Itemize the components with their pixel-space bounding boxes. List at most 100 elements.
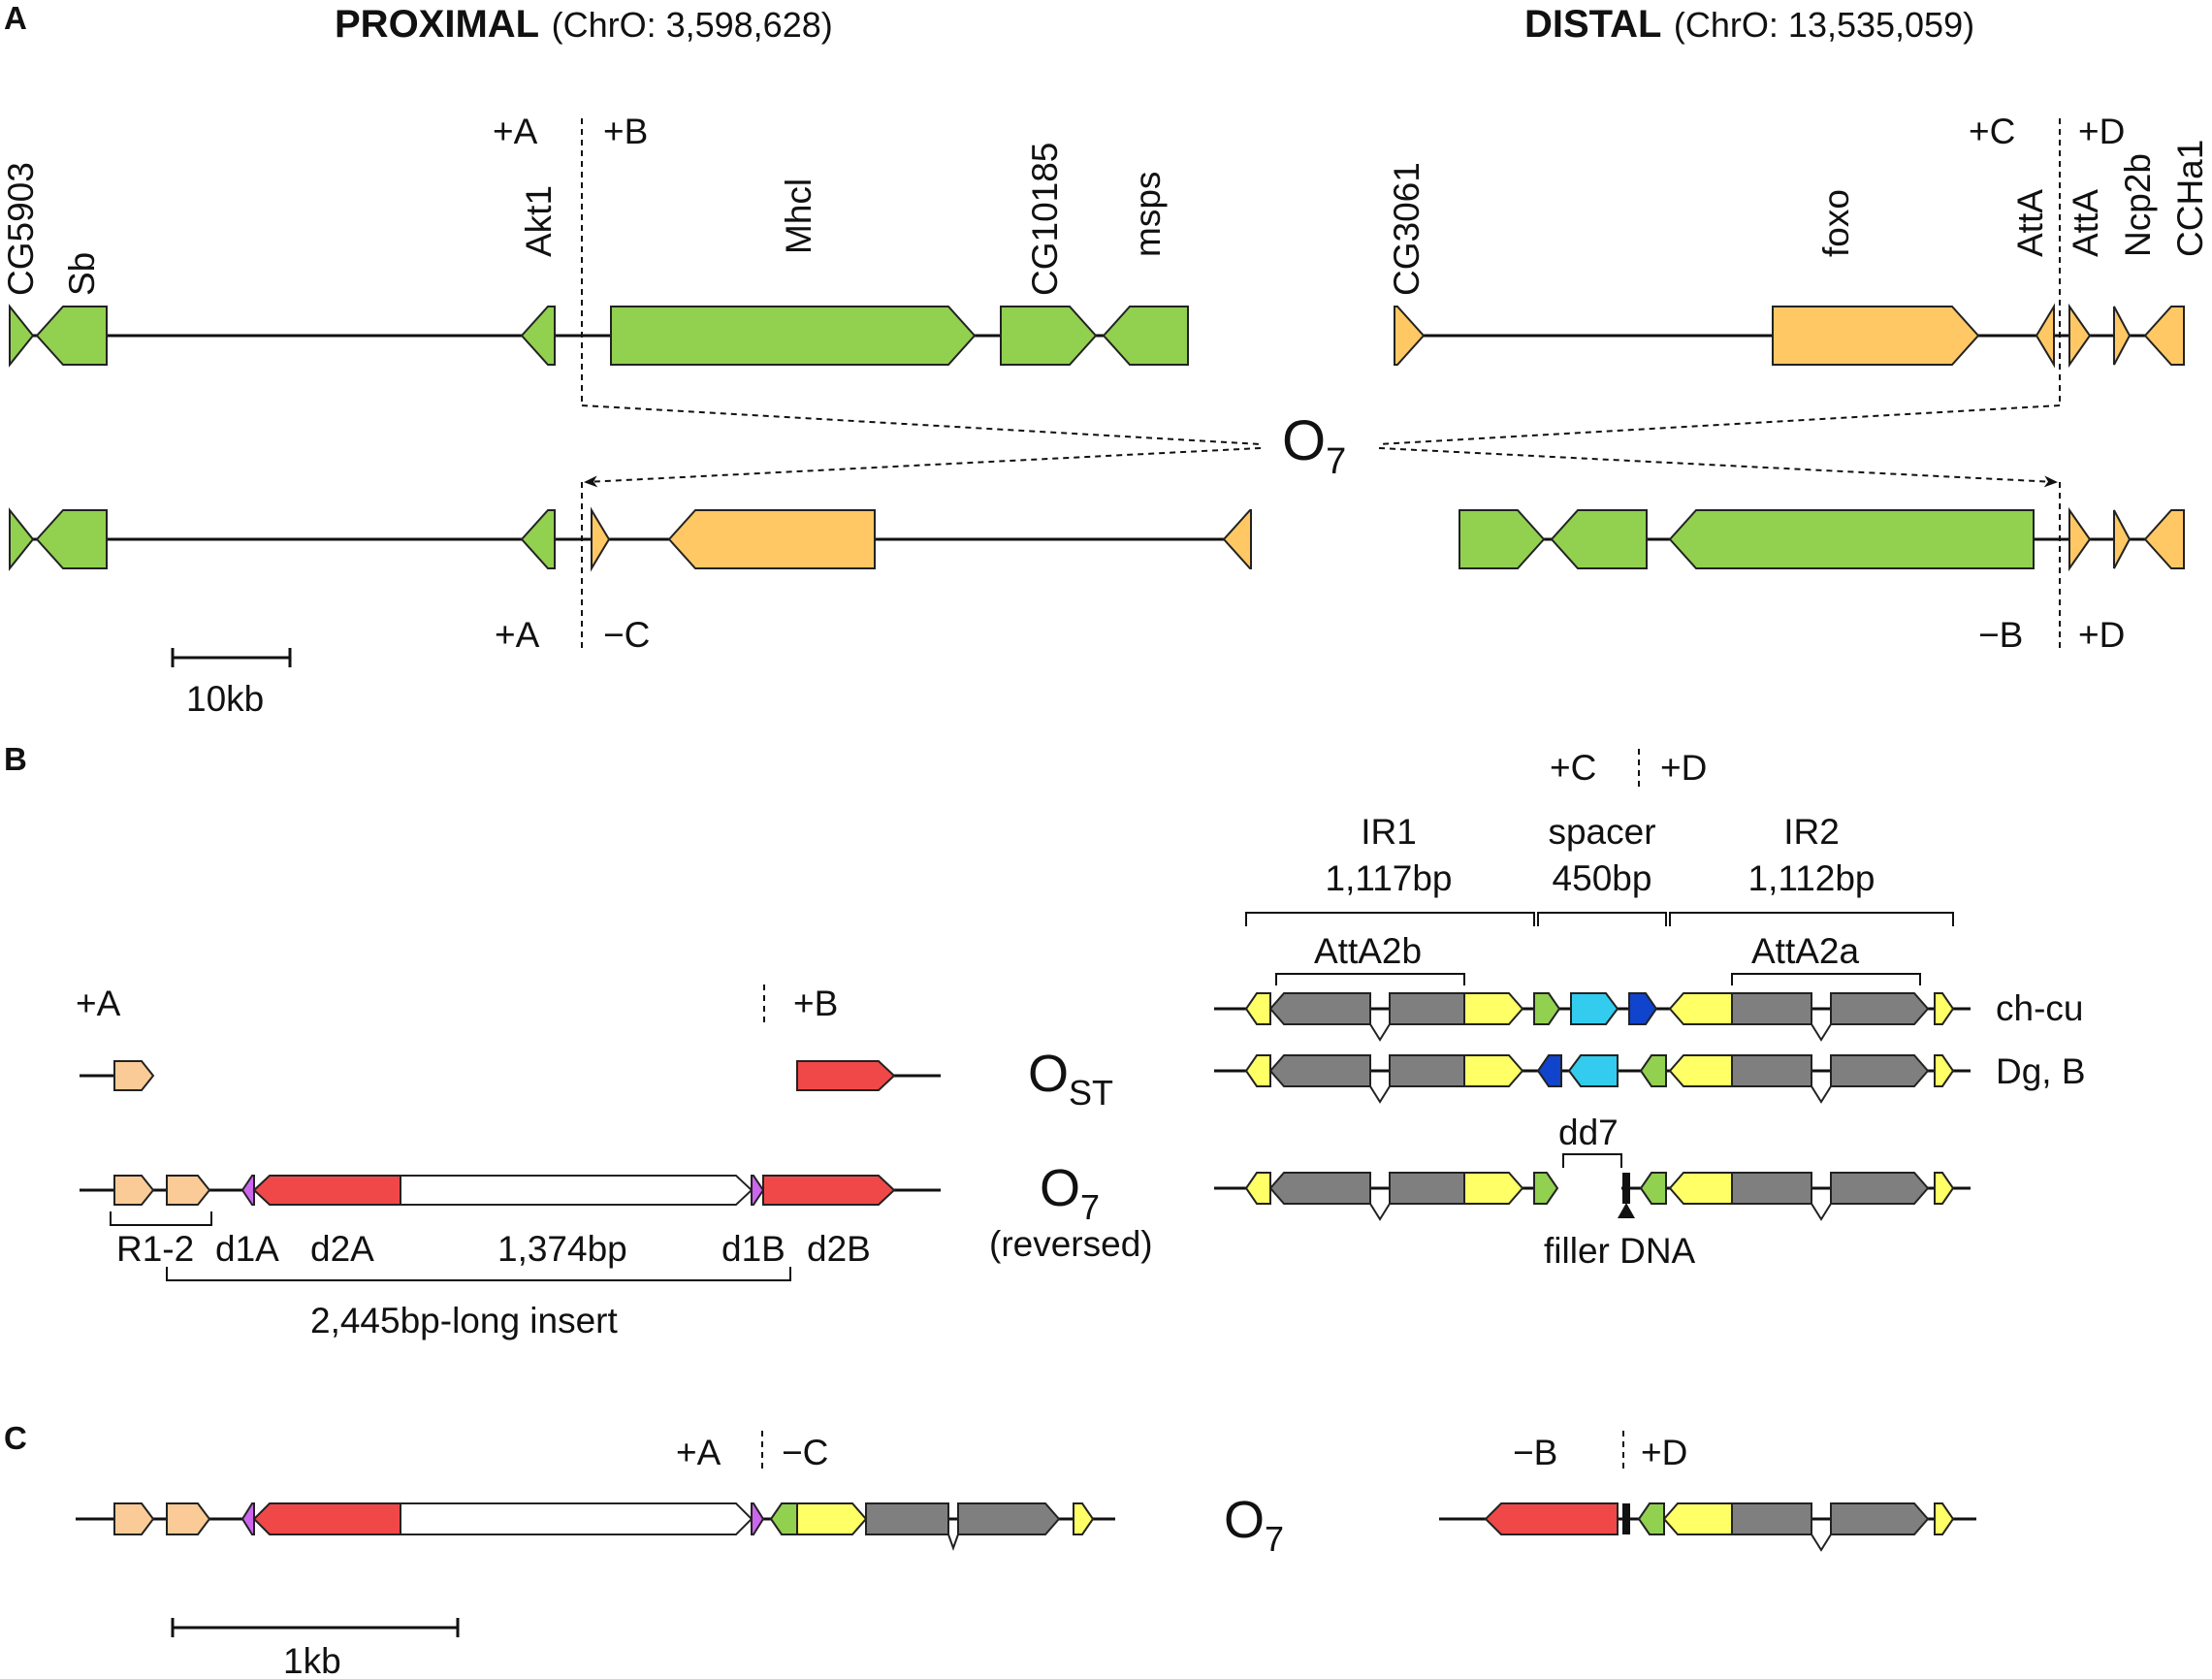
distal-title: DISTAL bbox=[1524, 3, 1661, 46]
c-green-left bbox=[769, 1502, 798, 1535]
spacer-bracket bbox=[1537, 912, 1667, 926]
gene-ccha1 bbox=[2143, 306, 2185, 366]
dg-yellow-end-left bbox=[1244, 1054, 1271, 1087]
dg-cyan-spacer bbox=[1567, 1054, 1619, 1087]
o7-letter-c: O bbox=[1224, 1491, 1265, 1549]
o7-label-b: O7 bbox=[1040, 1159, 1100, 1227]
proximal-title: PROXIMAL bbox=[335, 3, 539, 46]
label-d2b: d2B bbox=[807, 1229, 871, 1269]
breakpoint-plus-d-bottom: +D bbox=[2078, 615, 2125, 655]
breakpoint-minus-b-bottom: −B bbox=[1978, 615, 2023, 655]
o7-yellow-end-left bbox=[1244, 1172, 1271, 1205]
panel-a-top-genes bbox=[9, 303, 2185, 369]
ost-subscript: ST bbox=[1069, 1073, 1113, 1113]
gene-ncp2b bbox=[2113, 306, 2132, 366]
ch-cu-blue-spacer bbox=[1628, 992, 1658, 1025]
c-gray-exon3 bbox=[1731, 1502, 1812, 1535]
label-ir2: IR2 bbox=[1783, 812, 1840, 852]
ch-cu-yellow-ir1 bbox=[1463, 992, 1524, 1025]
element-d1b bbox=[751, 1175, 765, 1206]
scale-label-1kb: 1kb bbox=[283, 1641, 341, 1679]
panel-a-bottom-genes bbox=[9, 506, 2185, 572]
label-ir1: IR1 bbox=[1361, 812, 1417, 852]
gene-label-cg3061: CG3061 bbox=[1387, 162, 1427, 296]
breakpoint-plus-a-bottom: +A bbox=[495, 615, 540, 655]
o7-yellow-ir1 bbox=[1463, 1172, 1524, 1205]
element-d2b bbox=[762, 1175, 896, 1206]
label-atta2b: AttA2b bbox=[1314, 931, 1422, 971]
dg-atta2b-intron bbox=[1369, 1085, 1391, 1104]
dg-yellow-ir1 bbox=[1463, 1054, 1524, 1087]
gene-foxo bbox=[1772, 306, 1980, 366]
c-element-insert bbox=[400, 1502, 753, 1535]
ir1-bracket bbox=[1245, 912, 1535, 926]
gene-mhcl bbox=[610, 306, 977, 366]
c-element-r1 bbox=[113, 1502, 155, 1535]
gene-msps-inverted bbox=[1459, 509, 1546, 569]
panel-c-elements bbox=[113, 1502, 1955, 1552]
gene-cg10185 bbox=[1000, 306, 1098, 366]
label-dd7: dd7 bbox=[1558, 1113, 1619, 1152]
o7-green-left bbox=[1533, 1172, 1559, 1205]
label-spacer: spacer bbox=[1548, 812, 1655, 852]
breakpoint-plus-a-c: +A bbox=[676, 1433, 721, 1472]
ch-cu-atta2a-exon2 bbox=[1830, 992, 1930, 1025]
gene-cg5903 bbox=[9, 304, 35, 368]
ch-cu-yellow-ir2 bbox=[1668, 992, 1733, 1025]
panel-b-right-elements bbox=[1244, 992, 1955, 1221]
label-ir1-length: 1,117bp bbox=[1326, 858, 1453, 898]
label-d1a: d1A bbox=[215, 1229, 279, 1269]
breakpoint-plus-a-top: +A bbox=[493, 112, 538, 151]
gene-atta-1 bbox=[2035, 303, 2055, 369]
o7-atta2b-exon2 bbox=[1389, 1172, 1465, 1205]
dg-yellow-end-right bbox=[1934, 1054, 1955, 1087]
atta2a-bracket bbox=[1731, 973, 1921, 985]
c-filler-dna bbox=[1622, 1503, 1630, 1534]
distal-coordinate: (ChrO: 13,535,059) bbox=[1674, 5, 1974, 45]
c-element-d1a bbox=[240, 1502, 255, 1535]
ost-letter: O bbox=[1028, 1045, 1069, 1103]
label-ir2-length: 1,112bp bbox=[1748, 858, 1875, 898]
label-d1b: d1B bbox=[721, 1229, 785, 1269]
projection-line-right-top bbox=[1378, 404, 2061, 445]
ch-cu-yellow-end-right bbox=[1934, 992, 1955, 1025]
c-element-d2a bbox=[252, 1502, 401, 1535]
gene-akt1 bbox=[520, 306, 556, 366]
gene-label-sb: Sb bbox=[62, 252, 102, 296]
inversion-label-a: O7 bbox=[1282, 409, 1346, 482]
gene-ncp2b-rearranged bbox=[2113, 509, 2132, 569]
ch-cu-green-spacer bbox=[1533, 992, 1561, 1025]
o7-letter-b: O bbox=[1040, 1159, 1080, 1217]
c-yellow-left bbox=[796, 1502, 868, 1535]
c-gray-exon1 bbox=[865, 1502, 949, 1535]
ch-cu-yellow-end-left bbox=[1244, 992, 1271, 1025]
ir2-bracket bbox=[1669, 912, 1954, 926]
dd7-bracket bbox=[1562, 1153, 1622, 1168]
gene-label-akt1: Akt1 bbox=[519, 185, 559, 257]
panel-b: B +A +B OST O7 (reversed) R1-2 d1A d2A 1… bbox=[4, 741, 2086, 1340]
dg-atta2b-exon2 bbox=[1389, 1054, 1465, 1087]
label-insert-length: 1,374bp bbox=[497, 1229, 627, 1269]
breakpoint-minus-c-bottom: −C bbox=[603, 615, 650, 655]
panel-c-label: C bbox=[4, 1420, 27, 1456]
inversion-subscript-a: 7 bbox=[1326, 441, 1346, 482]
breakpoint-plus-d-top: +D bbox=[2078, 112, 2125, 151]
element-d1a bbox=[240, 1175, 255, 1206]
dg-atta2a-intron bbox=[1811, 1085, 1832, 1104]
gene-label-foxo: foxo bbox=[1816, 189, 1856, 257]
panel-a: A PROXIMAL (ChrO: 3,598,628) DISTAL (Chr… bbox=[1, 0, 2210, 719]
label-atta2a: AttA2a bbox=[1751, 931, 1859, 971]
dg-green-spacer bbox=[1639, 1054, 1667, 1087]
projection-arrow-left bbox=[584, 447, 1262, 488]
gene-akt1-rearranged bbox=[520, 509, 556, 569]
panel-b-label: B bbox=[4, 741, 27, 777]
c-yellow-end-right bbox=[1934, 1502, 1955, 1535]
proximal-header: PROXIMAL (ChrO: 3,598,628) bbox=[335, 3, 833, 46]
label-r12: R1-2 bbox=[116, 1229, 194, 1269]
ch-cu-cyan-spacer bbox=[1570, 992, 1619, 1025]
o7-subscript-c: 7 bbox=[1265, 1519, 1284, 1559]
element-d2a bbox=[252, 1175, 401, 1206]
element-insert-1374bp bbox=[400, 1175, 753, 1206]
c-element-d1b bbox=[751, 1502, 765, 1535]
